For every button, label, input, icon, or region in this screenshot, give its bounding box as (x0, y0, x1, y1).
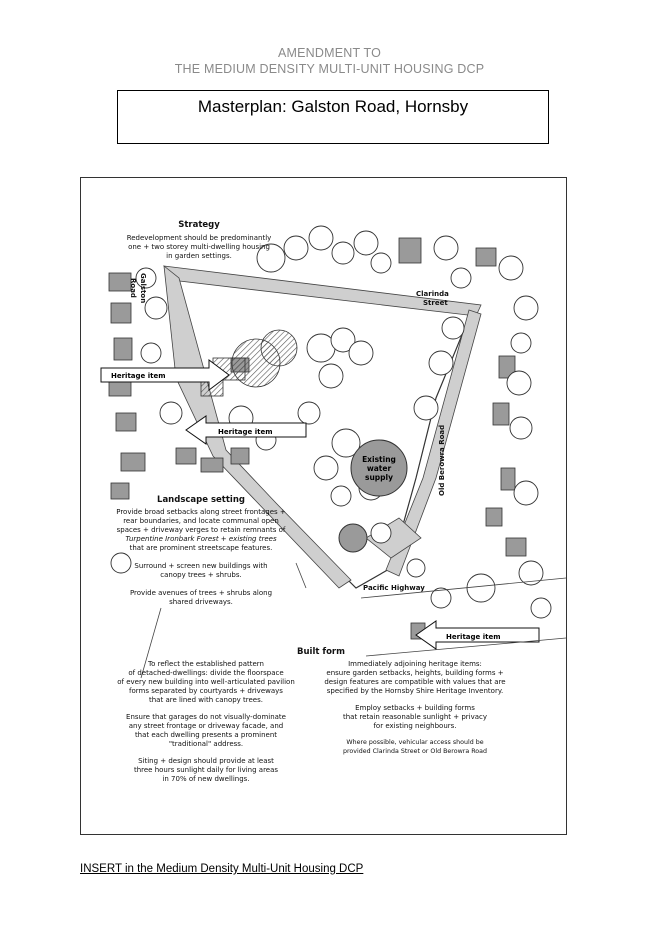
masterplan-map: Existing water supply Galston Road Clari… (80, 177, 567, 835)
built-left-p2-line-3: that each dwelling presents a prominent (135, 731, 277, 739)
built-left-p3-line-3: in 70% of new dwellings. (162, 775, 249, 783)
galston-road-label-2: Road (129, 278, 137, 298)
strategy-line-3: in garden settings. (166, 252, 232, 260)
pacific-highway-label: Pacific Highway (363, 584, 425, 592)
built-left-p3-line-2: three hours sunlight daily for living ar… (134, 766, 278, 774)
built-right-p2-line-2: that retain reasonable sunlight + privac… (343, 713, 487, 721)
strategy-line-1: Redevelopment should be predominantly (127, 234, 272, 242)
landscape-p1-line-1: Provide broad setbacks along street fron… (116, 508, 286, 516)
street-labels: Galston Road Clarinda Street Old Berowra… (129, 273, 449, 592)
built-right-p1-line-3: design features are compatible with valu… (324, 678, 505, 686)
built-right-p2-line-3: for existing neighbours. (373, 722, 456, 730)
built-form-block: Built form To reflect the established pa… (117, 647, 505, 783)
heritage-label-3: Heritage item (446, 633, 501, 641)
built-right-p3-line-1: Where possible, vehicular access should … (346, 739, 483, 746)
landscape-block: Landscape setting Provide broad setbacks… (116, 495, 286, 606)
built-left-p1-line-5: that are lined with canopy trees. (149, 696, 263, 704)
built-left-p2-line-4: "traditional" address. (169, 740, 243, 748)
landscape-p1-line-3: spaces + driveway verges to retain remna… (117, 526, 286, 534)
page-title: Masterplan: Galston Road, Hornsby (197, 97, 469, 116)
heritage-arrow-2: Heritage item (185, 415, 307, 445)
built-left-p2-line-1: Ensure that garages do not visually-domi… (126, 713, 286, 721)
water-supply: Existing water supply (338, 439, 408, 553)
built-left-p1-line-1: To reflect the established pattern (147, 660, 264, 668)
heritage-arrow-1: Heritage item (100, 359, 230, 391)
title-box: Masterplan: Galston Road, Hornsby (117, 90, 549, 144)
built-left-p1-line-2: of detached-dwellings: divide the floors… (128, 669, 283, 677)
clarinda-street-label-2: Street (423, 299, 448, 307)
strategy-heading: Strategy (178, 220, 220, 230)
landscape-p1-line-5: that are prominent streetscape features. (130, 544, 273, 552)
built-left-p3-line-1: Siting + design should provide at least (138, 757, 274, 765)
built-right-p2-line-1: Employ setbacks + building forms (355, 704, 475, 712)
header-line-1: AMENDMENT TO (277, 46, 382, 60)
built-right-p1-line-1: Immediately adjoining heritage items: (348, 660, 482, 668)
built-right-p3-line-2: provided Clarinda Street or Old Berowra … (343, 748, 487, 755)
built-left-p2-line-2: any street frontage or driveway facade, … (129, 722, 283, 730)
landscape-p3-line-2: shared driveways. (169, 598, 233, 606)
built-right-p1-line-4: specified by the Hornsby Shire Heritage … (327, 687, 503, 695)
landscape-p1-line-2: rear boundaries, and locate communal ope… (123, 517, 279, 525)
strategy-block: Strategy Redevelopment should be predomi… (127, 220, 272, 260)
built-left-p1-line-4: forms separated by courtyards + driveway… (129, 687, 283, 695)
old-berowra-road-label: Old Berowra Road (438, 425, 446, 496)
built-form-heading: Built form (297, 647, 345, 657)
landscape-p3-line-1: Provide avenues of trees + shrubs along (130, 589, 272, 597)
footer-note: INSERT in the Medium Density Multi-Unit … (80, 863, 364, 875)
heritage-label-1: Heritage item (111, 372, 166, 380)
paths (140, 562, 566, 679)
buildings (108, 237, 527, 640)
built-left-p1-line-3: of every new building into well-articula… (117, 678, 295, 686)
water-label-1: Existing (362, 455, 396, 464)
landscape-p2-line-2: canopy trees + shrubs. (160, 571, 241, 579)
galston-road-label-1: Galston (139, 273, 147, 303)
strategy-line-2: one + two storey multi-dwelling housing (128, 243, 270, 251)
landscape-heading: Landscape setting (157, 495, 245, 505)
landscape-p1-line-4: Turpentine Ironbark Forest + existing tr… (125, 535, 277, 543)
trees (110, 225, 552, 619)
header-line-2: THE MEDIUM DENSITY MULTI-UNIT HOUSING DC… (174, 62, 485, 76)
water-label-3: supply (365, 473, 393, 482)
masterplan-drawing: Existing water supply Galston Road Clari… (100, 220, 566, 783)
clarinda-street-label-1: Clarinda (416, 290, 449, 298)
heritage-arrow-3: Heritage item (415, 620, 540, 650)
landscape-p2-line-1: Surround + screen new buildings with (134, 562, 267, 570)
built-right-p1-line-2: ensure garden setbacks, heights, buildin… (326, 669, 503, 677)
water-label-2: water (367, 464, 392, 473)
heritage-label-2: Heritage item (218, 428, 273, 436)
